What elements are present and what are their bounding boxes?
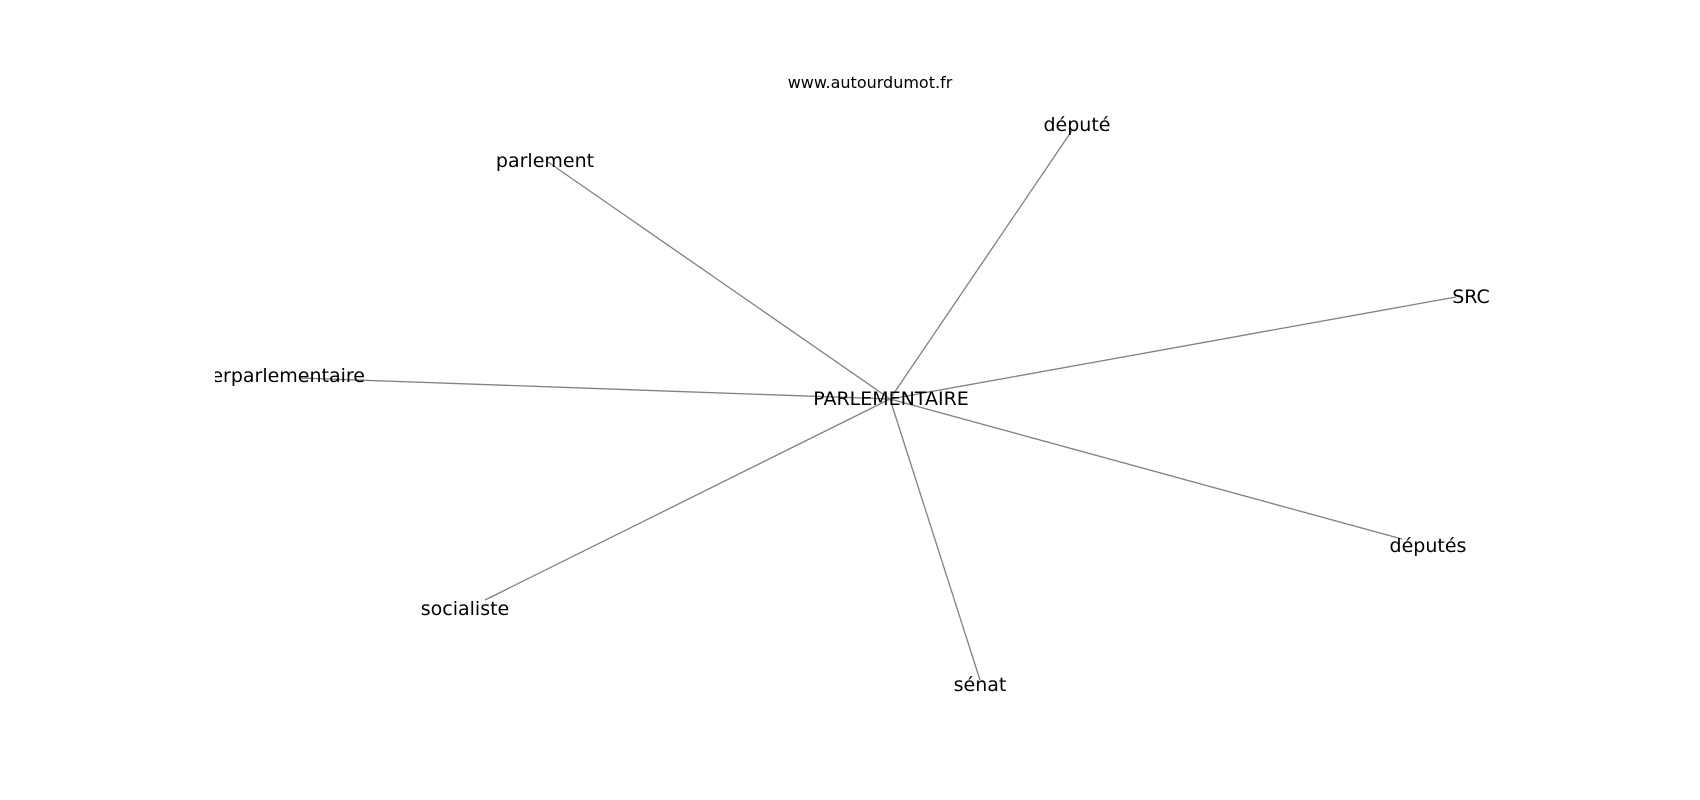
edge-parlementaire-senat — [889, 398, 981, 681]
node-interparlementaire[interactable]: interparlementaire — [187, 365, 365, 387]
node-socialiste[interactable]: socialiste — [421, 598, 510, 620]
node-deputes[interactable]: députés — [1390, 535, 1467, 557]
node-depute[interactable]: député — [1044, 114, 1111, 136]
edge-parlementaire-interparlementaire — [299, 377, 891, 400]
node-src[interactable]: SRC — [1452, 286, 1490, 308]
edge-parlementaire-deputes — [889, 398, 1403, 540]
graph-edges — [299, 128, 1457, 681]
node-parlementaire[interactable]: PARLEMENTAIRE — [813, 388, 969, 410]
edge-parlementaire-depute — [889, 128, 1074, 400]
edge-parlementaire-src — [889, 296, 1457, 400]
edge-parlementaire-socialiste — [484, 398, 891, 601]
node-senat[interactable]: sénat — [954, 674, 1007, 696]
node-parlement[interactable]: parlement — [496, 150, 594, 172]
edge-parlementaire-parlement — [547, 161, 891, 400]
site-credit: www.autourdumot.fr — [788, 73, 953, 92]
